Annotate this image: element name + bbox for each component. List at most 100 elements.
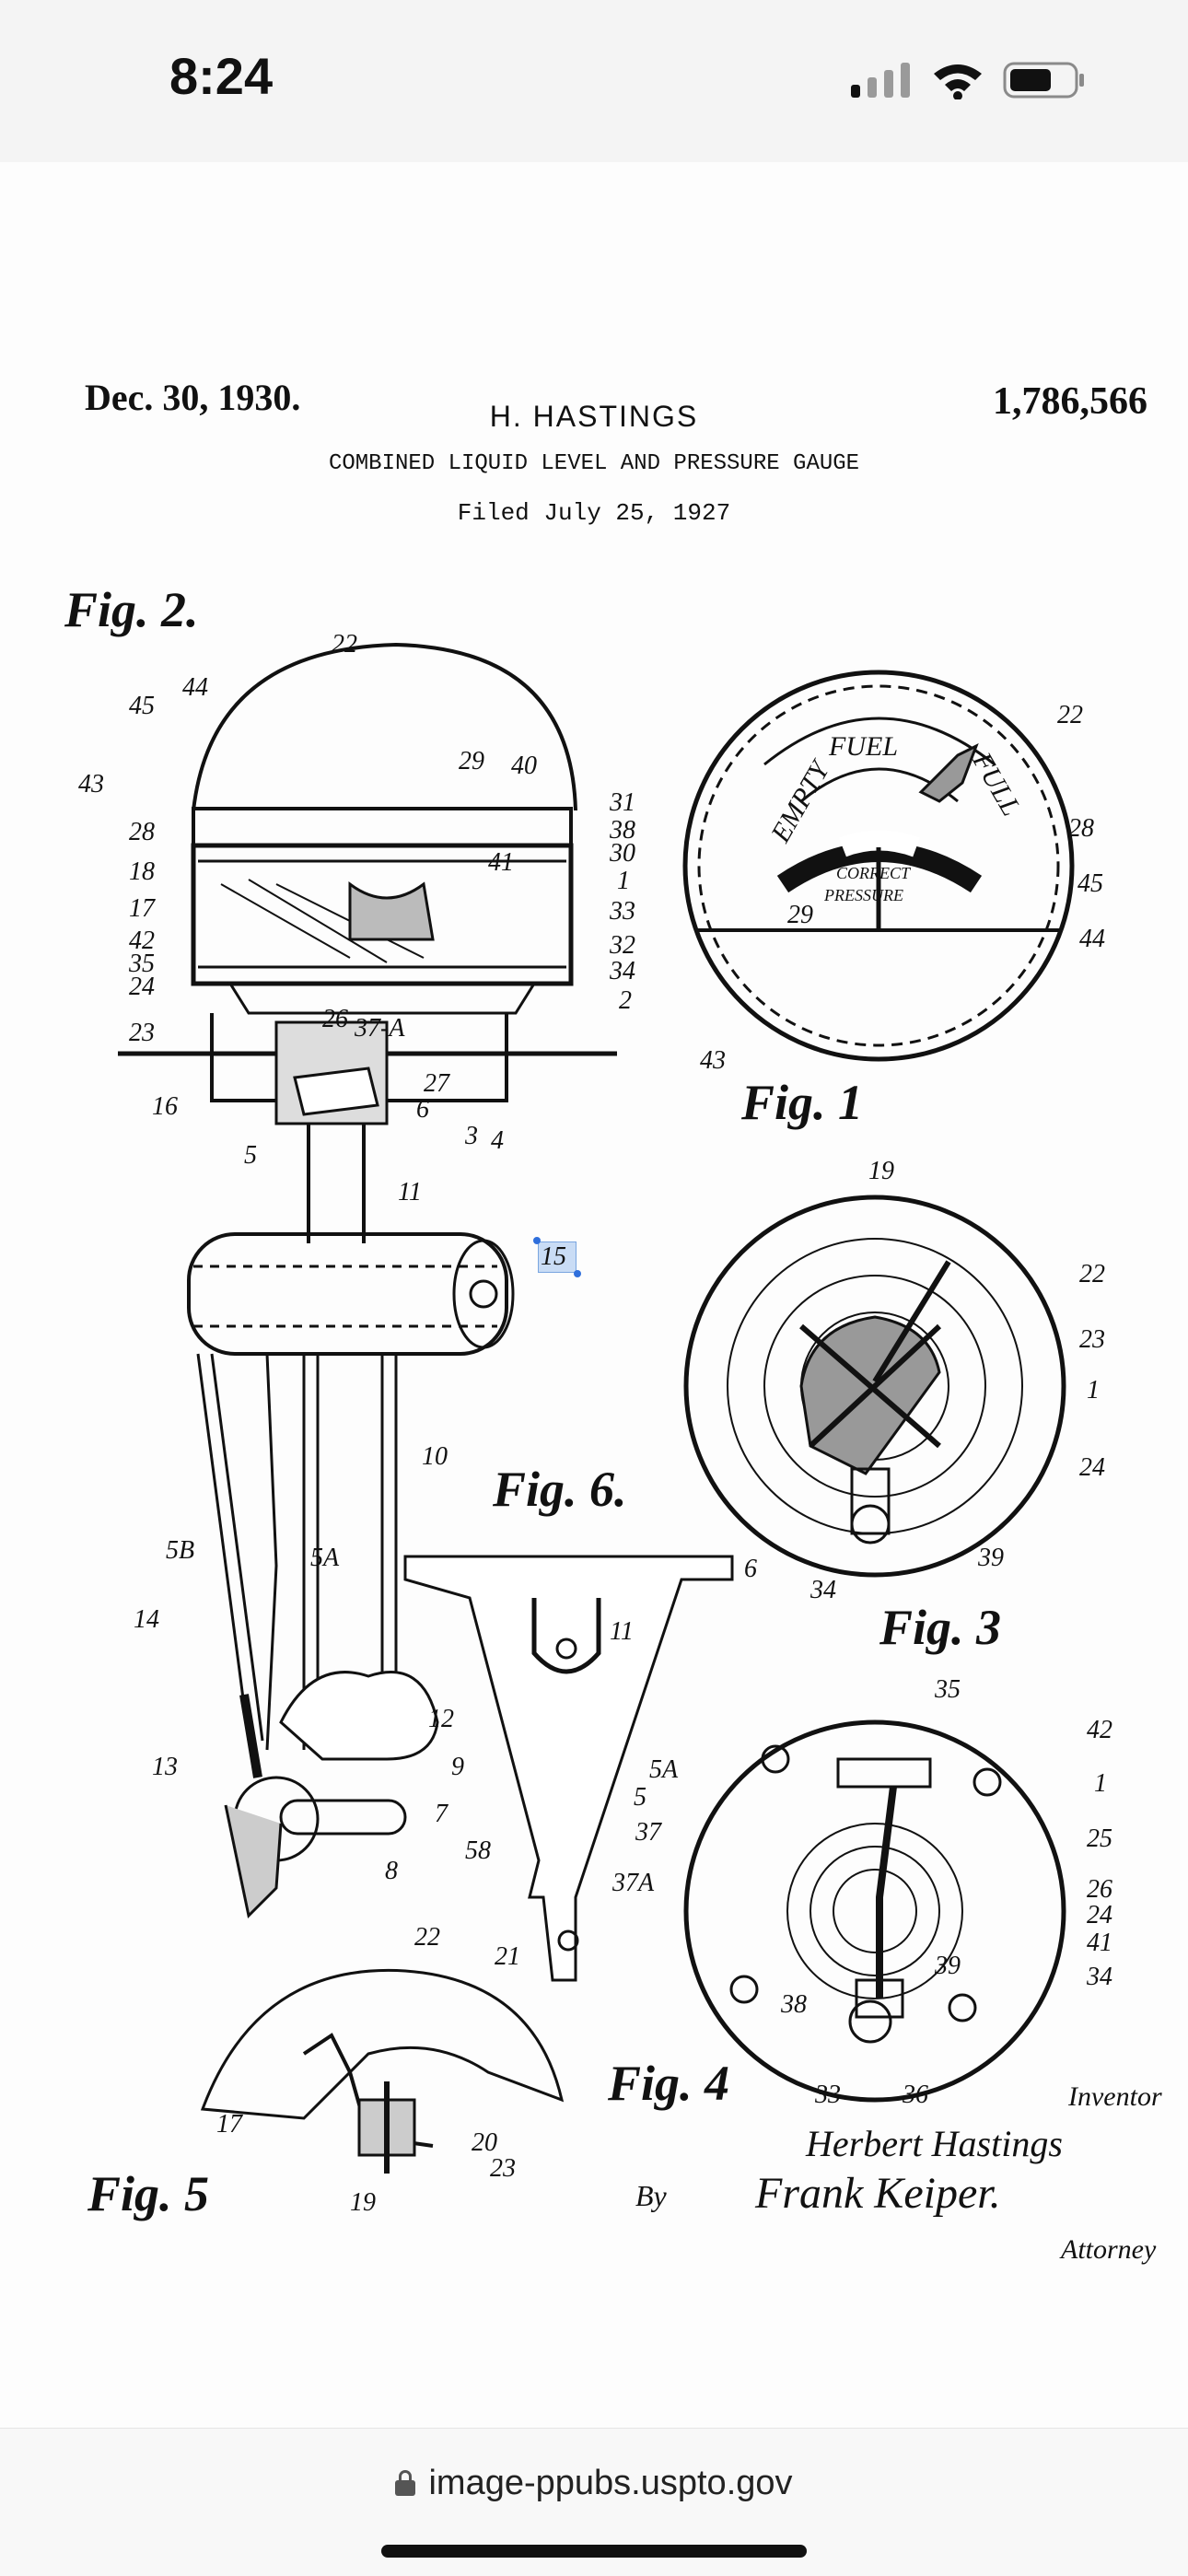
svg-text:20: 20 [472,2128,497,2157]
inventor-signature: Herbert Hastings [806,2123,1063,2164]
svg-text:19: 19 [868,1157,894,1185]
svg-text:1: 1 [1087,1376,1100,1405]
svg-text:37-A: 37-A [354,1014,405,1043]
svg-text:12: 12 [428,1705,454,1733]
svg-text:3: 3 [464,1122,478,1150]
svg-text:39: 39 [977,1544,1004,1572]
figure-5-section [200,1968,565,2174]
svg-text:41: 41 [1087,1929,1112,1957]
svg-text:38: 38 [609,816,635,845]
attorney-signature: Frank Keiper. [755,2169,1001,2218]
patent-title: COMBINED LIQUID LEVEL AND PRESSURE GAUGE [328,451,860,476]
svg-text:26: 26 [1087,1875,1112,1904]
svg-text:21: 21 [495,1942,520,1971]
wifi-icon [934,64,982,99]
svg-text:10: 10 [422,1442,448,1471]
patent-date: Dec. 30, 1930. [85,377,301,418]
svg-text:22: 22 [332,630,357,659]
svg-text:33: 33 [609,897,635,926]
svg-text:33: 33 [814,2081,841,2109]
svg-text:43: 43 [700,1046,726,1075]
patent-number: 1,786,566 [993,380,1147,423]
svg-text:38: 38 [780,1990,807,2019]
gauge-pressure-label: PRESSURE [823,886,903,904]
svg-text:34: 34 [809,1576,836,1604]
svg-text:34: 34 [609,957,635,985]
fig6-title: Fig. 6. [492,1462,627,1517]
svg-text:17: 17 [216,2110,243,2139]
svg-text:40: 40 [511,752,537,780]
svg-text:28: 28 [129,818,155,846]
attorney-caption: Attorney [1061,2234,1157,2265]
cellular-signal-icon [851,63,910,98]
home-indicator[interactable] [381,2545,807,2558]
svg-text:45: 45 [129,692,155,720]
svg-text:29: 29 [787,901,813,929]
svg-text:18: 18 [129,857,155,886]
svg-text:34: 34 [1086,1963,1112,1991]
patent-inventor-header: H. HASTINGS [489,400,699,433]
gauge-empty-label: EMPTY [764,753,836,848]
figure-6-bracket [403,1555,734,1982]
figure-1-gauge [682,670,1075,1062]
gauge-full-label: FULL [966,747,1027,822]
svg-text:6: 6 [744,1555,757,1583]
patent-drawing: Fig. 2. Fig. 1 Fig. 6. Fig. 3 Fig. 4 Fig… [64,582,1112,2221]
svg-text:35: 35 [128,950,155,978]
fig4-title: Fig. 4 [607,2056,729,2111]
selection-handle-end[interactable] [574,1270,581,1277]
svg-text:44: 44 [182,673,208,702]
selected-reference-15: 15 [541,1242,566,1271]
battery-icon [1003,62,1084,99]
svg-text:37A: 37A [611,1869,655,1897]
svg-text:37: 37 [635,1818,662,1847]
svg-text:42: 42 [129,927,155,955]
status-icons [851,62,1084,99]
svg-text:9: 9 [451,1753,464,1781]
svg-text:25: 25 [1087,1824,1112,1853]
svg-text:30: 30 [609,839,635,868]
svg-text:5A: 5A [649,1755,679,1784]
patent-filed-date: Filed July 25, 1927 [457,499,731,527]
svg-text:2: 2 [619,986,632,1015]
figure-titles: Fig. 2. Fig. 1 Fig. 6. Fig. 3 Fig. 4 Fig… [64,582,1001,2221]
svg-text:5: 5 [634,1783,646,1812]
browser-bottom-bar: image-ppubs.uspto.gov [0,2428,1188,2576]
svg-text:14: 14 [134,1605,159,1634]
inventor-caption: Inventor [1068,2081,1162,2112]
svg-text:22: 22 [414,1923,440,1952]
svg-text:23: 23 [1079,1325,1105,1354]
fig2-title: Fig. 2. [64,582,199,637]
svg-text:17: 17 [129,894,156,923]
svg-text:32: 32 [609,931,635,960]
svg-text:6: 6 [416,1095,429,1124]
svg-text:22: 22 [1079,1260,1105,1288]
svg-text:31: 31 [609,788,635,817]
svg-text:23: 23 [490,2154,516,2183]
svg-text:24: 24 [1087,1901,1112,1929]
status-bar: 8:24 [0,0,1188,162]
svg-text:5: 5 [244,1141,257,1170]
svg-text:41: 41 [488,848,514,877]
figure-2-assembly [118,642,617,1919]
svg-text:22: 22 [1057,701,1083,729]
figure-3-rear-view [683,1195,1066,1578]
selected-text-highlight[interactable]: 15 [533,1237,581,1277]
patent-drawing-page: Dec. 30, 1930. H. HASTINGS 1,786,566 COM… [0,162,1188,2428]
fig1-title: Fig. 1 [740,1075,863,1130]
svg-text:58: 58 [465,1836,491,1865]
svg-text:27: 27 [424,1069,450,1098]
address-bar[interactable]: image-ppubs.uspto.gov [0,2464,1188,2503]
selection-handle-start[interactable] [533,1237,541,1244]
svg-text:36: 36 [902,2081,928,2109]
svg-text:5B: 5B [166,1536,194,1565]
url-text: image-ppubs.uspto.gov [428,2464,793,2502]
fig5-title: Fig. 5 [87,2166,209,2221]
svg-text:11: 11 [398,1178,422,1206]
svg-text:13: 13 [152,1753,178,1781]
gauge-fuel-label: FUEL [828,731,898,762]
figure-4-mechanism [683,1719,1066,2103]
svg-text:4: 4 [491,1126,504,1155]
gauge-correct-label: CORRECT [836,864,912,882]
